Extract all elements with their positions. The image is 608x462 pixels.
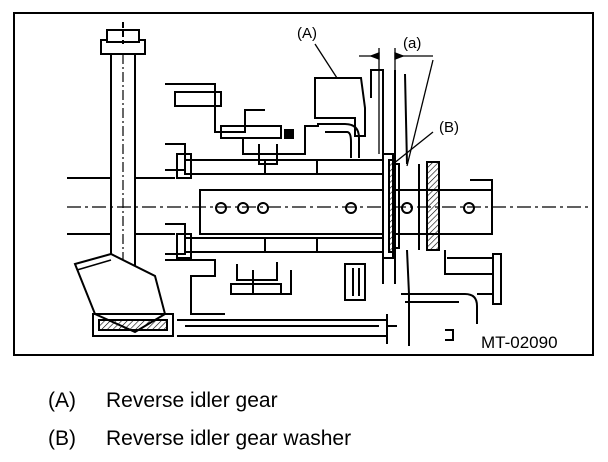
legend-text: Reverse idler gear washer bbox=[106, 427, 352, 450]
diagram-frame: (A) (a) (B) MT-02090 bbox=[13, 12, 594, 356]
idler-shaft bbox=[176, 153, 396, 259]
legend-key: (A) bbox=[48, 389, 76, 412]
callout-a: (A) bbox=[297, 25, 317, 42]
legend-text: Reverse idler gear bbox=[106, 389, 278, 412]
transmission-diagram: (A) (a) (B) MT-02090 bbox=[67, 22, 592, 352]
housing-left bbox=[73, 83, 265, 337]
callout-leaders bbox=[314, 43, 434, 167]
reverse-idler-gear bbox=[220, 77, 366, 295]
legend-key: (B) bbox=[48, 427, 76, 450]
main-shaft bbox=[67, 177, 592, 235]
callout-b: (B) bbox=[439, 119, 459, 136]
legend: (A) Reverse idler gear (B) Reverse idler… bbox=[48, 382, 351, 458]
housing-right bbox=[177, 69, 502, 346]
callout-gap: (a) bbox=[403, 35, 421, 52]
legend-item: (A) Reverse idler gear bbox=[48, 382, 351, 420]
figure-id: MT-02090 bbox=[481, 333, 558, 352]
legend-item: (B) Reverse idler gear washer bbox=[48, 420, 351, 458]
